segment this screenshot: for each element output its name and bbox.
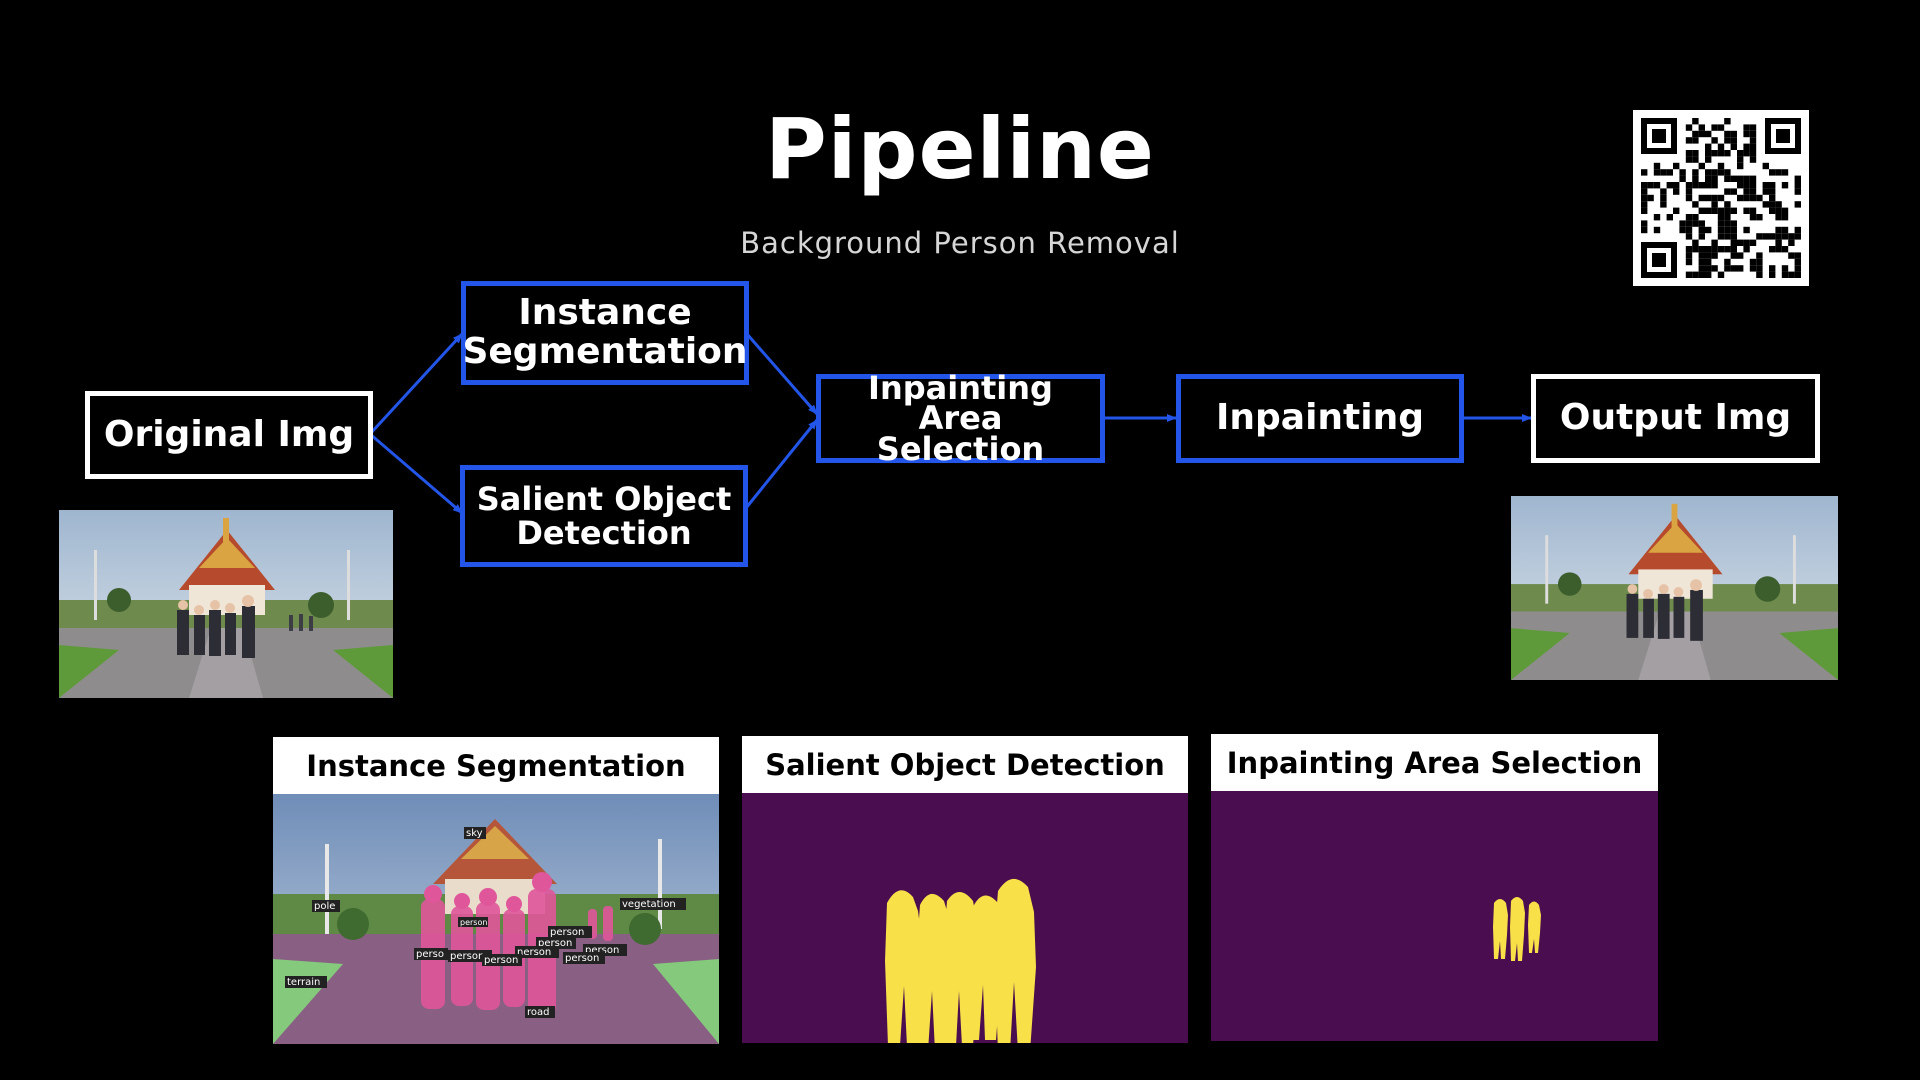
seg-label-person-1: person bbox=[460, 918, 487, 927]
edge-original-to-instance bbox=[368, 332, 464, 436]
node-inpainting-area-selection-label: Inpainting Area Selection bbox=[868, 368, 1053, 468]
output-photo bbox=[1511, 496, 1838, 680]
node-original-img: Original Img bbox=[85, 391, 373, 479]
salient-mask-image bbox=[742, 793, 1188, 1043]
node-instance-segmentation-label: Instance Segmentation bbox=[462, 292, 748, 372]
node-original-img-label: Original Img bbox=[103, 413, 355, 455]
seg-label-nerson: nerson bbox=[517, 947, 551, 958]
seg-label-person-3: person bbox=[538, 938, 572, 949]
node-instance-segmentation: Instance Segmentation bbox=[461, 281, 749, 385]
panel-instance-segmentation-title: Instance Segmentation bbox=[306, 748, 686, 783]
seg-label-person-5: person bbox=[450, 951, 484, 962]
seg-label-road: road bbox=[527, 1007, 550, 1018]
seg-label-person-2: person bbox=[550, 927, 584, 938]
node-output-img: Output Img bbox=[1531, 374, 1820, 463]
node-salient-object-detection-label: Salient Object Detection bbox=[476, 479, 732, 552]
panel-salient-object-detection: Salient Object Detection bbox=[742, 736, 1188, 1043]
panel-inpainting-area-selection: Inpainting Area Selection bbox=[1211, 734, 1658, 1041]
original-photo bbox=[59, 510, 393, 698]
edge-original-to-salient bbox=[369, 432, 463, 515]
seg-label-person-6: person bbox=[484, 955, 518, 966]
panel-inpainting-area-selection-title: Inpainting Area Selection bbox=[1226, 745, 1643, 780]
seg-label-sky: sky bbox=[466, 828, 483, 839]
panel-salient-object-detection-title: Salient Object Detection bbox=[765, 747, 1165, 782]
seg-label-perso: perso bbox=[416, 949, 444, 960]
edge-salient-to-selection bbox=[744, 419, 819, 509]
seg-label-vegetation: vegetation bbox=[622, 899, 676, 910]
node-inpainting-label: Inpainting bbox=[1215, 397, 1424, 439]
node-salient-object-detection: Salient Object Detection bbox=[460, 465, 748, 567]
area-selection-mask-image bbox=[1211, 791, 1658, 1041]
edge-instance-to-selection bbox=[745, 333, 819, 415]
seg-label-person-7: person bbox=[565, 953, 599, 964]
qr-code-graphic bbox=[1633, 110, 1809, 286]
node-inpainting: Inpainting bbox=[1176, 374, 1464, 463]
panel-instance-segmentation: Instance Segmentation bbox=[273, 737, 719, 1044]
seg-label-person-4: person bbox=[585, 945, 619, 956]
node-output-img-label: Output Img bbox=[1559, 397, 1792, 439]
seg-label-terrain: terrain bbox=[287, 977, 320, 988]
seg-label-pole: pole bbox=[314, 901, 335, 912]
node-inpainting-area-selection: Inpainting Area Selection bbox=[816, 368, 1105, 468]
slide-title: Pipeline bbox=[765, 100, 1155, 198]
instance-segmentation-image: sky pole vegetation terrain road person … bbox=[273, 794, 719, 1044]
slide-subtitle: Background Person Removal bbox=[740, 226, 1180, 260]
qr-code bbox=[1633, 110, 1809, 286]
